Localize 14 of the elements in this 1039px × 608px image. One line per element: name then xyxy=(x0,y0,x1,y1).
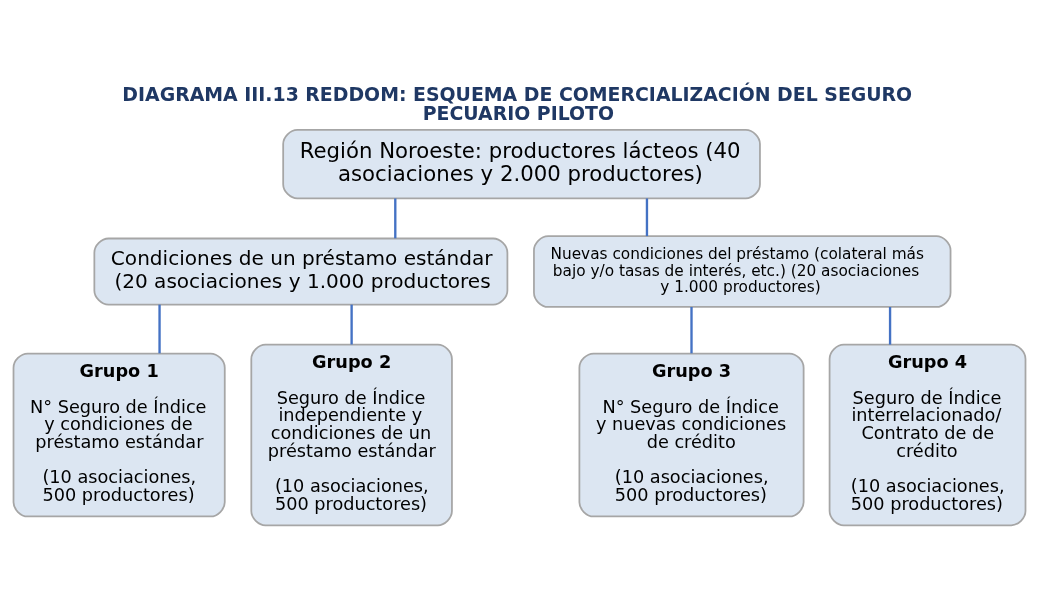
node-box: Región Noroeste: productores lácteos (40 asociaciones y 2.000 productores) xyxy=(282,129,761,200)
node-box: Grupo 2 Seguro de Índice independiente y condiciones de un préstamo estándar (10 asociaciones, 500 productores) xyxy=(250,343,453,527)
node-box: Nuevas condiciones del préstamo (colateral más bajo y/o tasas de interés, etc.) (20 asociaciones y 1.000 productores) xyxy=(533,235,952,308)
connector xyxy=(690,307,693,354)
node-box: Condiciones de un préstamo estándar (20 asociaciones y 1.000 productores xyxy=(93,237,509,306)
connector xyxy=(158,304,161,354)
diagram-title: DIAGRAMA III.13 REDDOM: ESQUEMA DE COMERCIALIZACIÓN DEL SEGURO PECUARIO PILOTO xyxy=(122,83,913,125)
connector xyxy=(888,307,892,345)
connector xyxy=(645,198,649,237)
node-box: Grupo 4 Seguro de Índice interrelacionado/ Contrato de de crédito (10 asociaciones, 500 productores) xyxy=(828,343,1027,527)
connector xyxy=(350,304,353,345)
node-box: Grupo 3 N° Seguro de Índice y nuevas condiciones de crédito (10 asociaciones, 500 productores) xyxy=(578,352,805,518)
node-box: Grupo 1 N° Seguro de Índice y condiciones de préstamo estándar (10 asociaciones, 500 productores) xyxy=(12,352,226,518)
connector xyxy=(394,198,397,239)
